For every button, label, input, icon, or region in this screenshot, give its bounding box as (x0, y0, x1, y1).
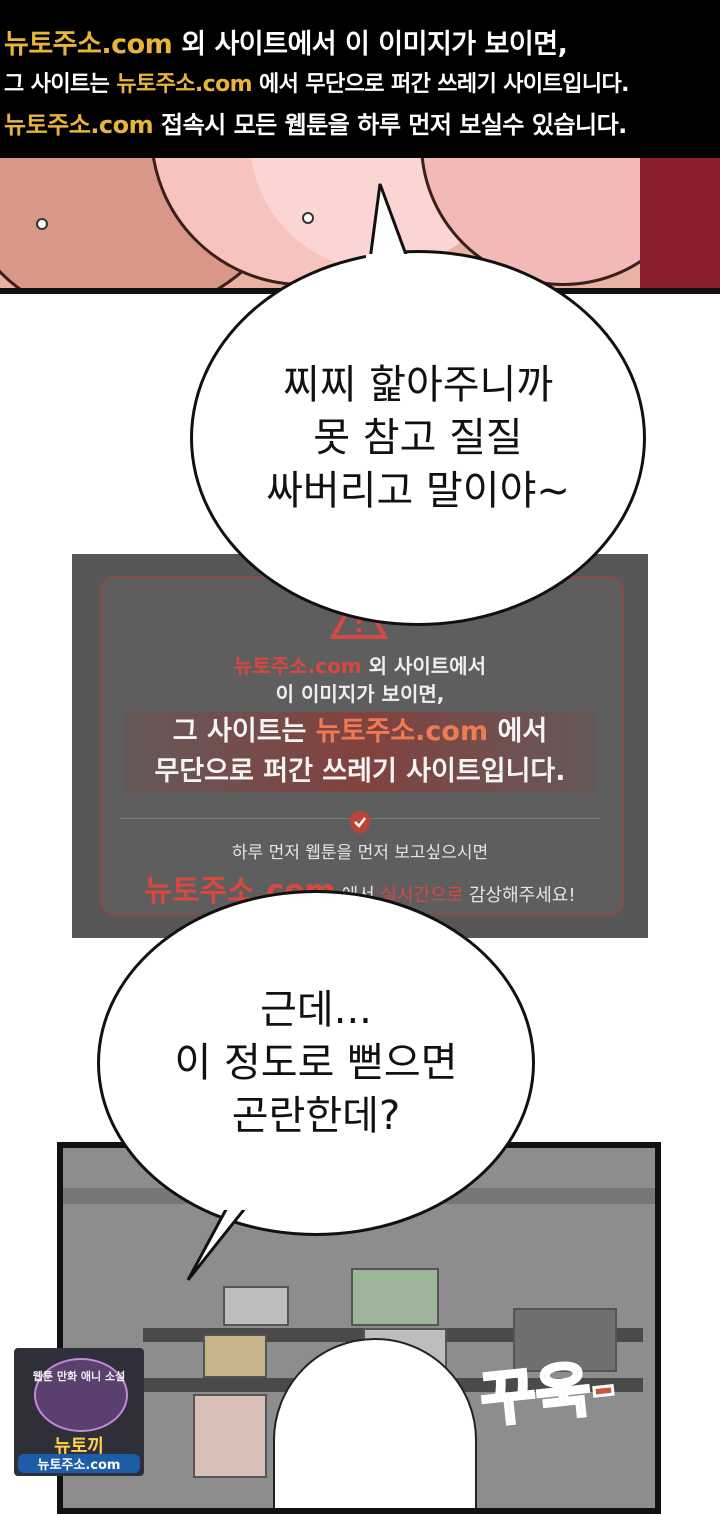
banner-line-1: 뉴토주소.com 외 사이트에서 이 이미지가 보이면, (4, 22, 716, 61)
logo-name: 뉴토끼 (54, 1436, 104, 1457)
logo-tagline: 웹툰 만화 애니 소설 (32, 1370, 126, 1383)
warning-card: 뉴토주소.com 외 사이트에서 이 이미지가 보이면, 그 사이트는 뉴토주소… (72, 554, 648, 938)
banner-site-link[interactable]: 뉴토주소.com (4, 111, 154, 139)
warning-emphasis: 실시간으로 (380, 885, 464, 906)
speech-bubble-2: 근데... 이 정도로 뻗으면 곤란한데? (97, 890, 535, 1236)
sweat-drop (36, 218, 48, 230)
logo-site: 뉴토주소.com (18, 1454, 140, 1473)
warning-text: 감상해주세요! (463, 885, 576, 906)
speech-bubble-1: 찌찌 핥아주니까 못 참고 질질 싸버리고 말이야~ (190, 250, 646, 626)
artwork-shape (351, 1268, 439, 1326)
artwork-shape (193, 1394, 267, 1478)
warning-site-link[interactable]: 뉴토주소.com (315, 716, 489, 747)
sweat-drop (302, 212, 314, 224)
warning-site-link[interactable]: 뉴토주소.com (234, 654, 362, 678)
speech-text: 찌찌 핥아주니까 못 참고 질질 싸버리고 말이야~ (266, 361, 570, 514)
bubble1-tail (366, 183, 412, 266)
warning-line-3: 그 사이트는 뉴토주소.com 에서 (122, 712, 598, 752)
site-logo[interactable]: 웹툰 만화 애니 소설 뉴토끼 뉴토주소.com (14, 1348, 144, 1476)
warning-text: 에서 (488, 716, 548, 747)
banner-text: 접속시 모든 웹툰을 하루 먼저 보실수 있습니다. (153, 111, 627, 139)
warning-line-5: 하루 먼저 웹툰을 먼저 보고싶으시면 (231, 843, 489, 863)
warning-line-2: 이 이미지가 보이면, (275, 682, 445, 706)
bubble2-tail (186, 1200, 260, 1281)
artwork-shape (513, 1308, 617, 1372)
warning-line-4: 무단으로 퍼간 쓰레기 사이트입니다. (122, 752, 598, 792)
speech-text: 근데... 이 정도로 뻗으면 곤란한데? (174, 986, 458, 1139)
banner-text: 에서 무단으로 퍼간 쓰레기 사이트입니다. (251, 72, 629, 97)
banner-line-3: 뉴토주소.com 접속시 모든 웹툰을 하루 먼저 보실수 있습니다. (4, 105, 716, 140)
warning-line-1: 뉴토주소.com 외 사이트에서 (72, 650, 648, 679)
artwork-shape (223, 1286, 289, 1326)
watermark-banner: 뉴토주소.com 외 사이트에서 이 이미지가 보이면, 그 사이트는 뉴토주소… (0, 0, 720, 158)
shield-check-icon (350, 811, 370, 834)
sound-effect-text: 꾸욱- (476, 1351, 621, 1438)
banner-text: 그 사이트는 (4, 72, 117, 97)
warning-text: 외 사이트에서 (361, 654, 486, 678)
artwork-shape (640, 150, 720, 288)
artwork-shape (273, 1338, 477, 1508)
banner-site-link[interactable]: 뉴토주소.com (116, 72, 252, 97)
artwork-shape (203, 1334, 267, 1378)
banner-site-link[interactable]: 뉴토주소.com (4, 29, 173, 60)
banner-text: 외 사이트에서 이 이미지가 보이면, (172, 29, 568, 60)
banner-line-2: 그 사이트는 뉴토주소.com 에서 무단으로 퍼간 쓰레기 사이트입니다. (4, 66, 716, 98)
logo-emblem (34, 1358, 128, 1432)
warning-text: 그 사이트는 (172, 716, 316, 747)
